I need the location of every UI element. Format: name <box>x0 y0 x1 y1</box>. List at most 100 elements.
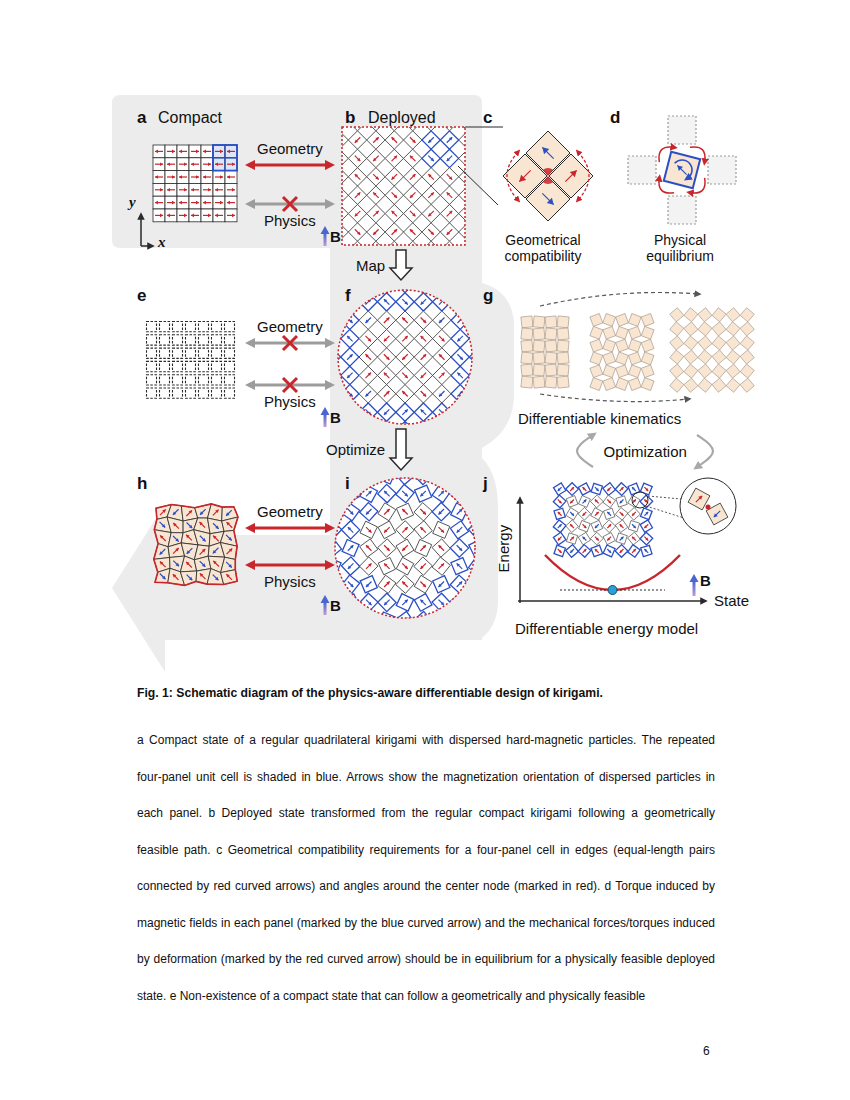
kirigami-panel <box>740 336 754 350</box>
magnetization-arrow-head <box>215 577 218 581</box>
magnetization-arrow-head <box>421 375 424 378</box>
magnetization-arrow-head <box>475 582 478 585</box>
kirigami-panel <box>521 352 533 364</box>
magnetization-arrow <box>200 561 206 567</box>
magnetization-arrow <box>428 211 434 217</box>
magnetization-arrow-head <box>332 527 335 530</box>
magnetization-arrow-head <box>179 175 182 179</box>
magnetization-arrow-head <box>228 537 231 541</box>
field-arrow-shaft <box>693 580 696 596</box>
panel-e-art <box>147 322 235 399</box>
magnetization-arrow <box>348 509 354 515</box>
magnetization-arrow <box>439 317 445 323</box>
magnetization-arrow-head <box>547 198 554 205</box>
magnetization-arrow <box>329 373 335 379</box>
magnetization-arrow-head <box>384 412 387 415</box>
edge-pair-arrow <box>507 152 518 200</box>
kirigami-panel <box>378 467 395 484</box>
kirigami-panel <box>740 364 754 378</box>
compact-panel <box>201 183 213 196</box>
kirigami-panel <box>590 378 603 391</box>
magnetization-arrow-head <box>160 535 163 538</box>
kirigami-panel <box>377 274 395 292</box>
magnetization-arrow <box>439 373 445 379</box>
magnetization-arrow-head <box>441 491 444 494</box>
magnetization-arrow-head <box>698 496 702 500</box>
magnetization-arrow <box>632 512 636 516</box>
magnetization-arrow <box>439 491 445 497</box>
edge-label: Geometry <box>257 503 323 520</box>
magnetization-arrow <box>583 487 587 491</box>
compact-panel <box>177 158 189 171</box>
magnetization-arrow <box>620 537 624 541</box>
magnetization-arrow-head <box>386 509 389 512</box>
compact-panel <box>201 196 213 209</box>
figure-panel: gDifferentiable kinematics <box>478 282 768 430</box>
magnetization-arrow <box>428 156 434 162</box>
deployment-arrow <box>540 394 688 402</box>
magnetization-arrow-head <box>386 582 389 585</box>
magnetization-arrow-head <box>423 618 426 621</box>
magnetization-arrow <box>173 509 179 515</box>
magnetization-arrow <box>595 537 599 541</box>
magnetization-arrow-head <box>412 174 415 177</box>
magnetization-arrow <box>476 409 482 415</box>
kirigami-panel <box>367 168 385 186</box>
kirigami-panel <box>557 316 569 328</box>
kirigami-panel <box>433 576 450 593</box>
magnetization-arrow-head <box>571 537 574 540</box>
magnetization-arrow <box>607 549 611 553</box>
magnetization-arrow <box>365 373 371 379</box>
compact-panel <box>153 209 165 222</box>
kirigami-panel <box>469 385 487 403</box>
magnetization-arrow-head <box>558 488 561 491</box>
kirigami-panel <box>553 532 566 545</box>
magnetization-arrow <box>519 170 530 181</box>
magnetization-arrow-head <box>386 475 389 478</box>
kirigami-panel <box>616 496 627 507</box>
magnetization-arrow <box>227 522 233 528</box>
magnetization-arrow <box>565 170 576 181</box>
figure-label: B <box>330 409 341 426</box>
magnetization-arrow <box>330 618 336 624</box>
kirigami-panel <box>533 328 545 340</box>
magnetization-arrow <box>173 574 179 580</box>
magnetization-arrow-head <box>441 373 444 376</box>
magnetization-arrow <box>420 618 426 624</box>
kirigami-panel <box>378 521 396 539</box>
compact-panel <box>177 209 189 222</box>
kirigami-panel <box>641 545 652 556</box>
magnetization-arrow <box>595 500 599 504</box>
kirigami-panel <box>396 311 414 329</box>
compact-panel <box>213 183 225 196</box>
kirigami-panel <box>367 204 385 222</box>
dotted-boundary <box>342 127 465 245</box>
panel-title: Geometrical compatibility <box>482 232 604 264</box>
field-arrow-shaft <box>324 601 327 615</box>
kirigami-panel <box>433 385 451 403</box>
magnetization-arrow-head <box>441 563 444 566</box>
missing-panel <box>199 388 209 398</box>
magnetization-arrow <box>457 563 463 569</box>
kirigami-panel <box>422 149 440 167</box>
magnetization-arrow-head <box>208 214 211 218</box>
magnetization-arrow-head <box>366 618 369 621</box>
magnetization-arrow-head <box>421 409 424 412</box>
kirigami-panel <box>451 403 469 421</box>
missing-panel <box>225 375 235 385</box>
magnetization-arrow-head <box>172 150 175 154</box>
kirigami-panel <box>359 421 377 439</box>
magnetization-arrow <box>329 317 335 323</box>
magnetization-arrow <box>439 600 445 606</box>
kirigami-panel <box>615 520 628 533</box>
magnetization-arrow <box>348 563 354 569</box>
kirigami-panel <box>367 149 385 167</box>
kirigami-panel <box>628 532 641 545</box>
magnetization-arrow-head <box>392 137 395 140</box>
magnetization-arrow-head <box>186 535 189 539</box>
magnetization-arrow-head <box>162 576 166 579</box>
cycle-arrow <box>577 435 713 467</box>
magnetization-arrow <box>384 618 390 624</box>
magnetic-field-arrow <box>321 226 330 246</box>
magnetization-arrow <box>366 509 372 515</box>
